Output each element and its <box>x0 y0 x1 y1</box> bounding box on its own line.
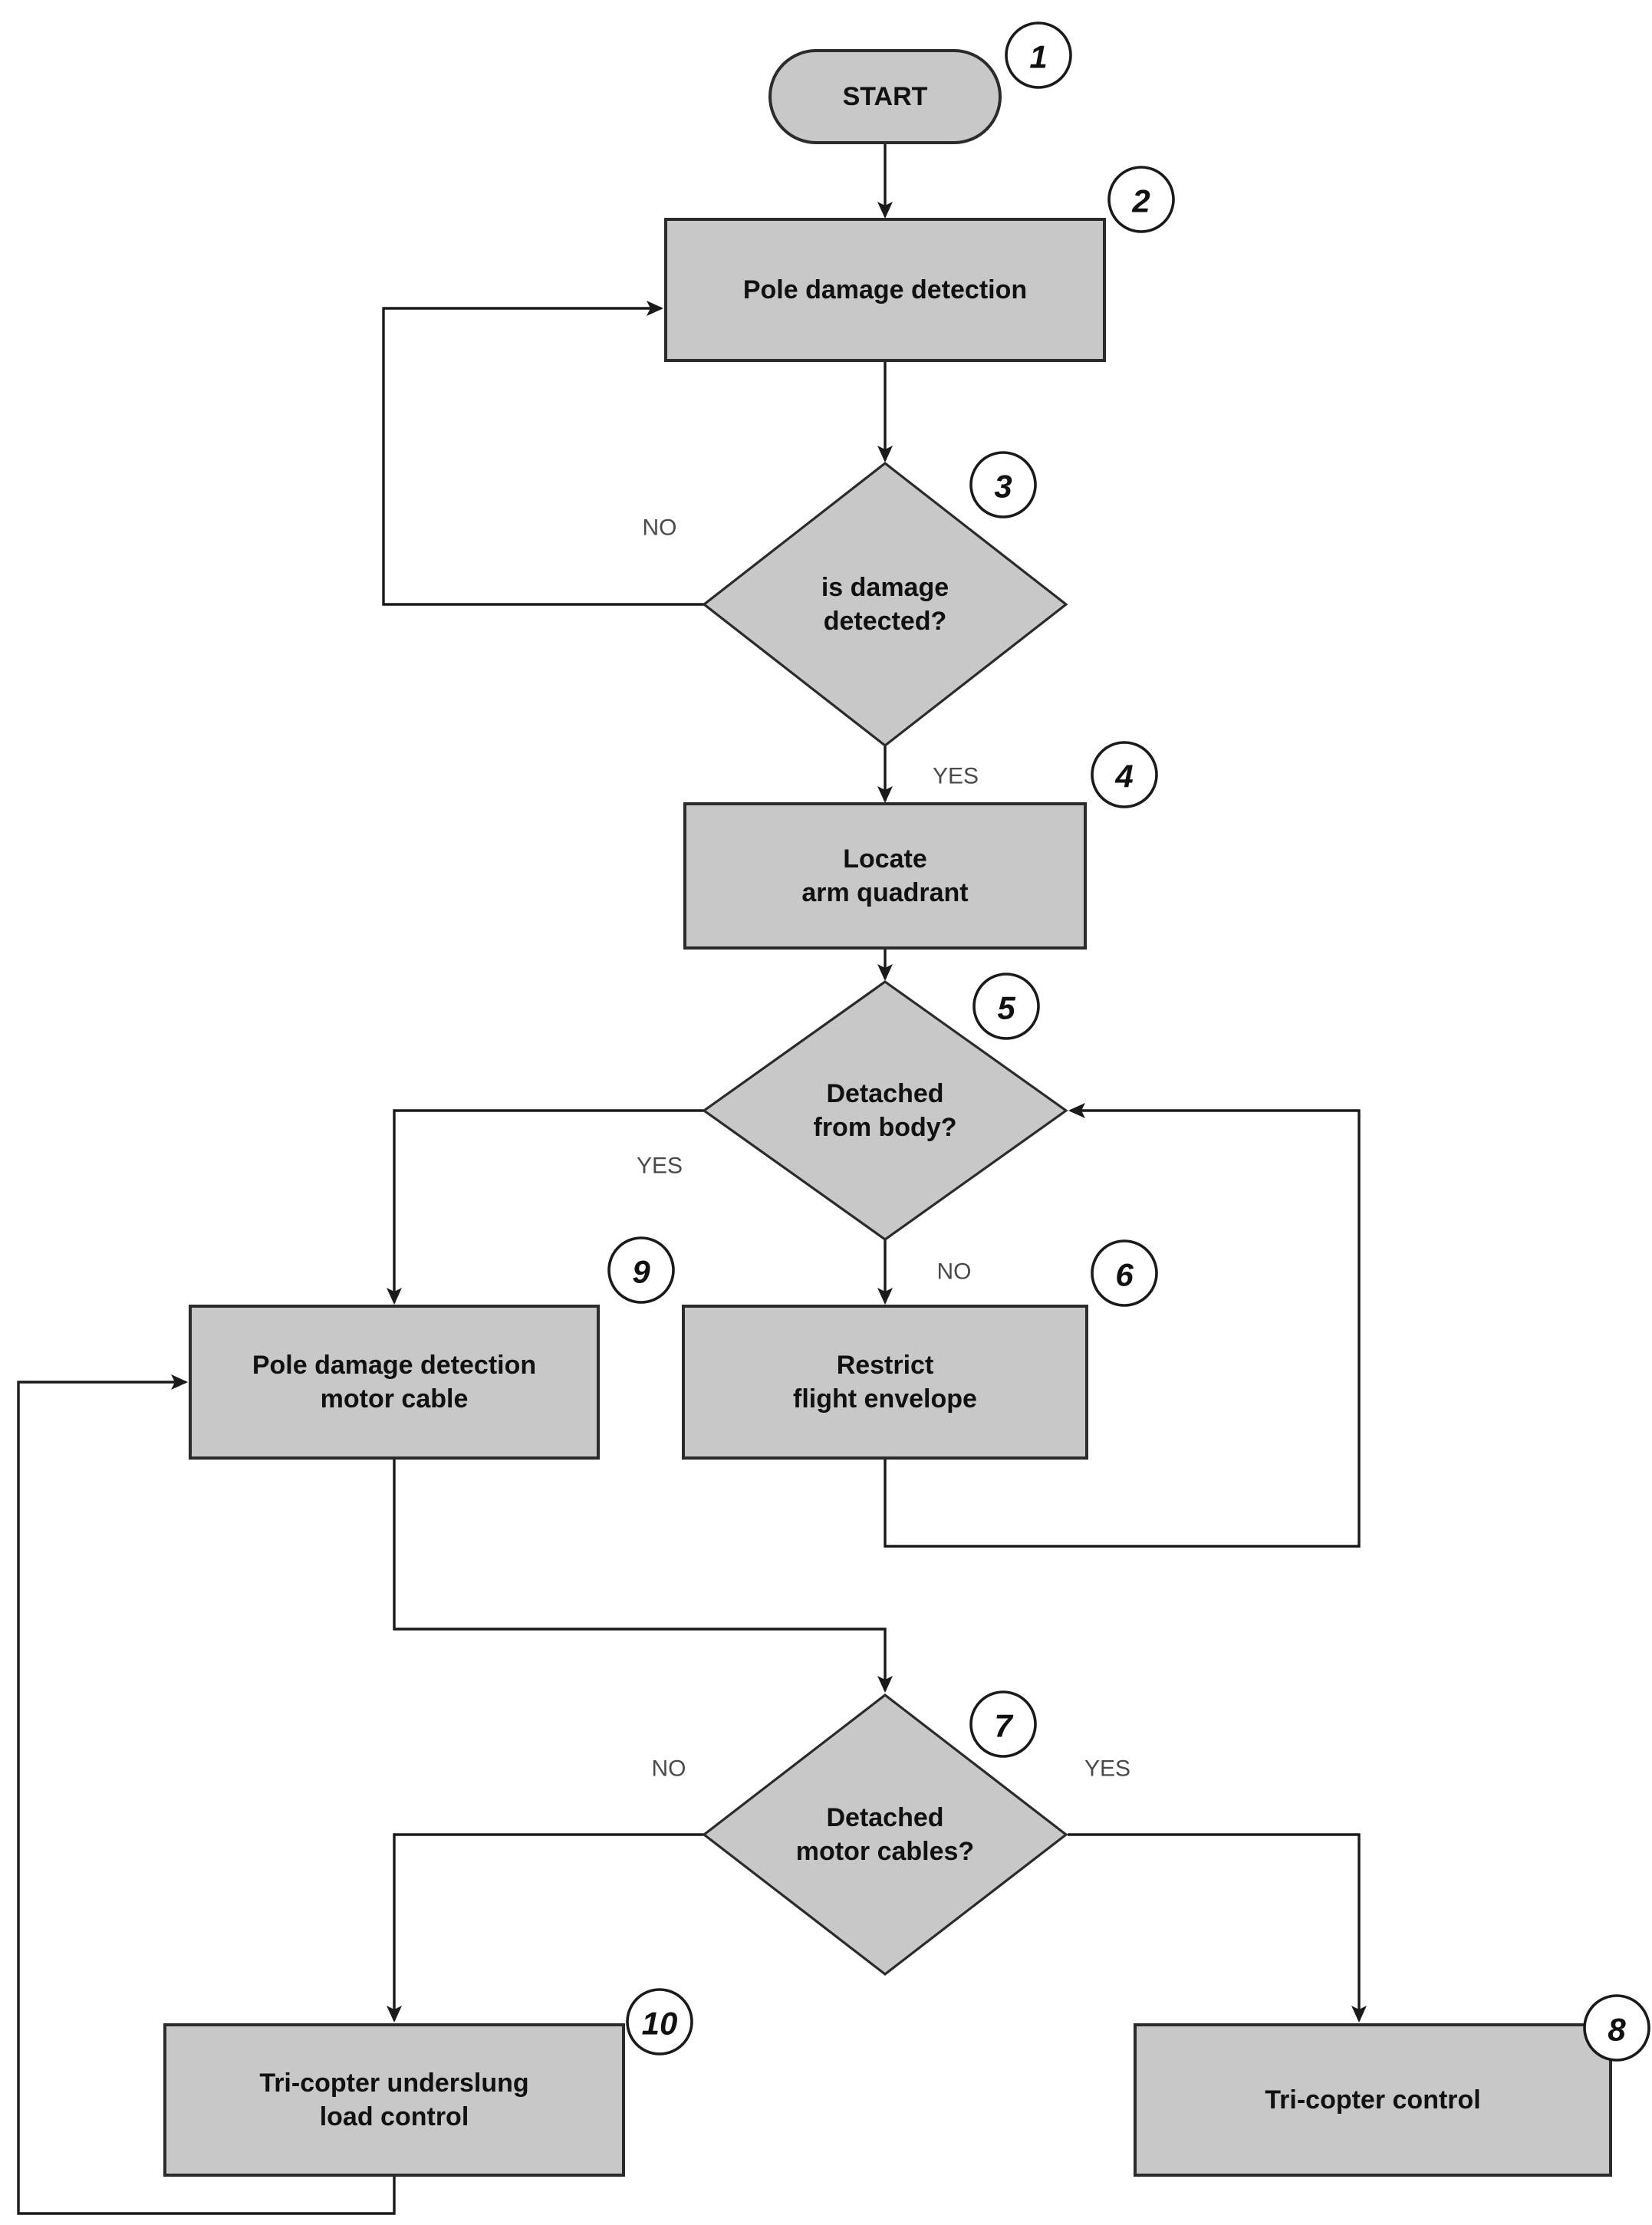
step-badge-number-3: 3 <box>994 469 1012 505</box>
step-badge-circle-2 <box>1107 166 1175 233</box>
detached-from-body-shape <box>702 980 1068 1241</box>
step-badge-number-10: 10 <box>642 2006 678 2042</box>
step-badge-circle-8 <box>1583 1994 1650 2062</box>
pole-damage-detection-motor-cable-shape <box>189 1305 600 1460</box>
locate-arm-quadrant-shape <box>683 802 1087 950</box>
start-shape <box>768 49 1002 144</box>
node-start: START 1 <box>768 21 1072 144</box>
is-damage-detected-shape <box>702 461 1068 748</box>
step-badge-circle-4 <box>1091 741 1158 808</box>
edge-underslung-load-feedback <box>17 1374 396 2215</box>
step-badge-circle-9 <box>607 1236 675 1304</box>
edge-label-detached-from-body-no: NO <box>937 1259 972 1285</box>
pole-damage-detection-label: Pole damage detection <box>743 275 1027 304</box>
step-badge-number-7: 7 <box>994 1708 1013 1744</box>
edge-label-detached-motor-cables-yes: YES <box>1084 1756 1130 1782</box>
step-badge-number-8: 8 <box>1608 2012 1626 2048</box>
edge-label-is-damage-detected-yes: YES <box>933 764 979 789</box>
step-badge-number-6: 6 <box>1115 1257 1134 1293</box>
tri-copter-control-label: Tri-copter control <box>1265 2085 1480 2115</box>
tri-copter-underslung-load-control-shape <box>163 2023 625 2177</box>
tri-copter-control-shape <box>1134 2023 1612 2177</box>
node-pole-damage-detection: Pole damage detection 2 <box>664 166 1175 362</box>
edge-is-damage-detected-no-loop <box>382 301 704 606</box>
edge-pole-damage-detection-motor-cable-to-detached-motor-cables <box>393 1459 893 1693</box>
edge-label-detached-motor-cables-no: NO <box>652 1756 686 1782</box>
edge-label-detached-from-body-yes: YES <box>637 1154 683 1179</box>
step-badge-number-4: 4 <box>1114 759 1133 795</box>
pole-damage-detection-shape <box>664 218 1106 362</box>
start-label: START <box>843 82 928 111</box>
step-badge-number-9: 9 <box>632 1254 650 1290</box>
edge-restrict-flight-envelope-feedback <box>884 1103 1361 1548</box>
step-badge-circle-7 <box>969 1690 1037 1758</box>
detached-motor-cables-shape <box>702 1693 1068 1976</box>
step-badge-number-2: 2 <box>1131 183 1150 219</box>
step-badge-circle-3 <box>969 451 1037 518</box>
step-badge-circle-1 <box>1005 21 1072 89</box>
edge-detached-from-body-yes <box>387 1109 704 1305</box>
step-badge-number-1: 1 <box>1029 39 1047 75</box>
step-badge-circle-5 <box>972 973 1040 1040</box>
edge-label-is-damage-detected-no-loop: NO <box>643 515 677 541</box>
edge-detached-motor-cables-yes <box>1068 1833 1367 2023</box>
node-tri-copter-control: Tri-copter control 8 <box>1134 1994 1650 2177</box>
edge-detached-motor-cables-no <box>387 1833 704 2023</box>
step-badge-number-5: 5 <box>997 990 1015 1026</box>
step-badge-circle-6 <box>1091 1239 1158 1307</box>
restrict-flight-envelope-shape <box>682 1305 1088 1460</box>
step-badge-circle-10 <box>626 1988 693 2055</box>
